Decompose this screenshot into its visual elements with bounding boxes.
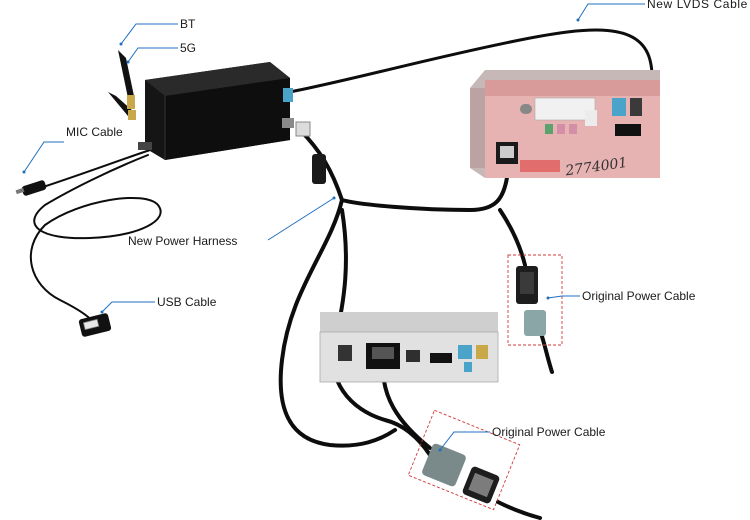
label-original-power-cable-1: Original Power Cable xyxy=(582,289,696,303)
antenna-icon xyxy=(118,50,134,98)
original-power-connectors-1 xyxy=(507,254,563,346)
callouts xyxy=(22,3,645,452)
label-5g: 5G xyxy=(180,41,196,55)
label-bt: BT xyxy=(180,17,196,31)
original-power-1-tail xyxy=(538,328,554,374)
head-unit-rear: 2774001 xyxy=(470,70,660,180)
label-new-power-harness: New Power Harness xyxy=(128,234,237,248)
original-power-2-tail xyxy=(496,500,542,520)
label-usb-cable: USB Cable xyxy=(157,295,217,309)
label-original-power-cable-2: Original Power Cable xyxy=(492,425,606,439)
mic-jack-icon xyxy=(15,180,47,196)
label-mic-cable: MIC Cable xyxy=(66,125,123,139)
head-unit-lower xyxy=(319,312,499,383)
usb-cable-line xyxy=(29,154,162,326)
labels: BT 5G New LVDS Cable MIC Cable New Power… xyxy=(66,0,748,439)
highlight-box-2 xyxy=(407,409,521,511)
mic-cable-line xyxy=(39,149,151,189)
usb-plug-icon xyxy=(78,313,112,337)
highlight-box-1 xyxy=(507,254,563,346)
harness-loop-left xyxy=(278,198,397,448)
original-power-connectors-2 xyxy=(407,409,521,511)
antenna-icon xyxy=(108,92,134,116)
interface-box xyxy=(108,50,326,184)
harness-to-original-1 xyxy=(498,208,527,267)
label-new-lvds-cable: New LVDS Cable xyxy=(647,0,748,11)
